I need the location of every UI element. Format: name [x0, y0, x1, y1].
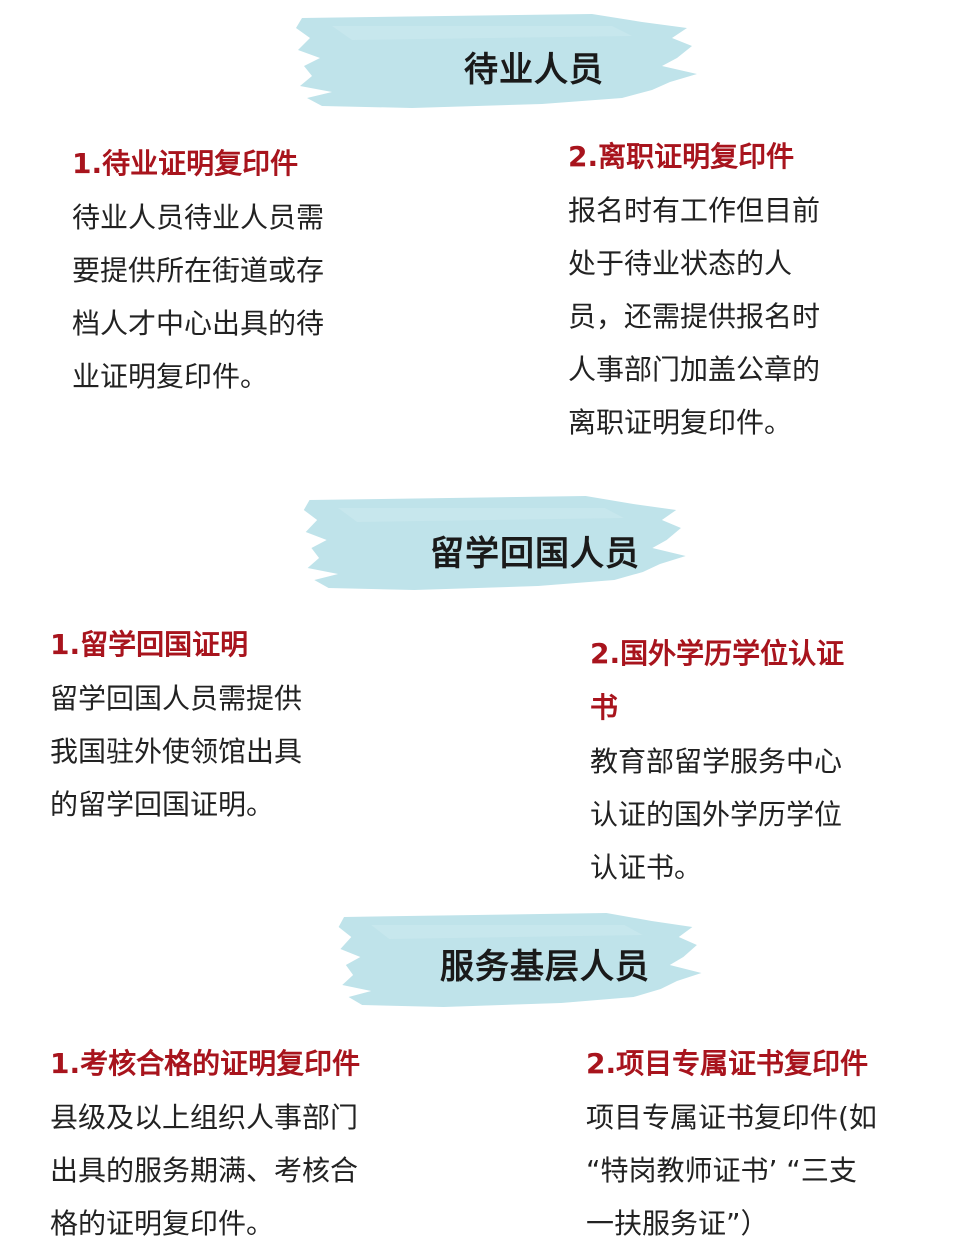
- requirement-item: 1.待业证明复印件 待业人员待业人员需 要提供所在街道或存 档人才中心出具的待 …: [72, 137, 402, 403]
- description-line: 项目专属证书复印件(如: [586, 1101, 877, 1134]
- requirement-item: 1.考核合格的证明复印件 县级及以上组织人事部门 出具的服务期满、考核合 格的证…: [50, 1037, 410, 1250]
- description-line: 要提供所在街道或存: [72, 254, 325, 287]
- description-line: 一扶服务证”）: [586, 1207, 769, 1240]
- description-line: 离职证明复印件。: [568, 406, 793, 439]
- section-heading: 服务基层人员: [440, 947, 650, 987]
- section-banner-unemployed: 待业人员: [292, 6, 712, 116]
- description-line: 档人才中心出具的待: [72, 307, 325, 340]
- description-line: 业证明复印件。: [72, 360, 269, 393]
- item-description: 报名时有工作但目前 处于待业状态的人 员，还需提供报名时 人事部门加盖公章的 离…: [568, 184, 908, 449]
- description-line: 待业人员待业人员需: [72, 201, 325, 234]
- description-line: 留学回国人员需提供: [50, 682, 303, 715]
- description-line: 报名时有工作但目前: [568, 194, 821, 227]
- section-heading: 待业人员: [464, 50, 604, 90]
- item-title: 1.留学回国证明: [50, 628, 249, 661]
- item-description: 待业人员待业人员需 要提供所在街道或存 档人才中心出具的待 业证明复印件。: [72, 191, 402, 403]
- description-line: 格的证明复印件。: [50, 1207, 275, 1240]
- requirement-item: 2.离职证明复印件 报名时有工作但目前 处于待业状态的人 员，还需提供报名时 人…: [568, 130, 908, 449]
- description-line: 认证的国外学历学位: [590, 798, 843, 831]
- item-description: 留学回国人员需提供 我国驻外使领馆出具 的留学回国证明。: [50, 672, 370, 831]
- section-banner-returned-overseas: 留学回国人员: [300, 488, 700, 598]
- description-line: 的留学回国证明。: [50, 788, 275, 821]
- description-line: 教育部留学服务中心: [590, 745, 843, 778]
- description-line: “特岗教师证书’ “三支: [586, 1154, 857, 1187]
- description-line: 出具的服务期满、考核合: [50, 1154, 359, 1187]
- title-line: 2.国外学历学位认证: [590, 637, 845, 670]
- description-line: 我国驻外使领馆出具: [50, 735, 303, 768]
- item-title: 1.待业证明复印件: [72, 147, 299, 180]
- brush-stroke-background: [303, 496, 686, 590]
- brush-stroke-background: [338, 913, 702, 1007]
- title-line: 书: [590, 691, 619, 724]
- item-title: 1.考核合格的证明复印件: [50, 1047, 361, 1080]
- description-line: 处于待业状态的人: [568, 247, 793, 280]
- requirement-item: 2.国外学历学位认证 书 教育部留学服务中心 认证的国外学历学位 认证书。: [590, 627, 910, 894]
- item-description: 教育部留学服务中心 认证的国外学历学位 认证书。: [590, 735, 910, 894]
- description-line: 县级及以上组织人事部门: [50, 1101, 359, 1134]
- item-description: 县级及以上组织人事部门 出具的服务期满、考核合 格的证明复印件。: [50, 1091, 410, 1250]
- section-banner-grassroots-service: 服务基层人员: [335, 905, 715, 1015]
- item-title: 2.离职证明复印件: [568, 140, 795, 173]
- item-title: 2.项目专属证书复印件: [586, 1047, 869, 1080]
- description-line: 人事部门加盖公章的: [568, 353, 821, 386]
- item-title: 2.国外学历学位认证 书: [590, 627, 910, 735]
- item-description: 项目专属证书复印件(如 “特岗教师证书’ “三支 一扶服务证”）: [586, 1091, 946, 1250]
- requirement-item: 1.留学回国证明 留学回国人员需提供 我国驻外使领馆出具 的留学回国证明。: [50, 618, 370, 831]
- section-heading: 留学回国人员: [430, 534, 640, 574]
- requirement-item: 2.项目专属证书复印件 项目专属证书复印件(如 “特岗教师证书’ “三支 一扶服…: [586, 1037, 946, 1250]
- brush-stroke-background: [296, 14, 697, 108]
- description-line: 认证书。: [590, 851, 703, 884]
- description-line: 员，还需提供报名时: [568, 300, 821, 333]
